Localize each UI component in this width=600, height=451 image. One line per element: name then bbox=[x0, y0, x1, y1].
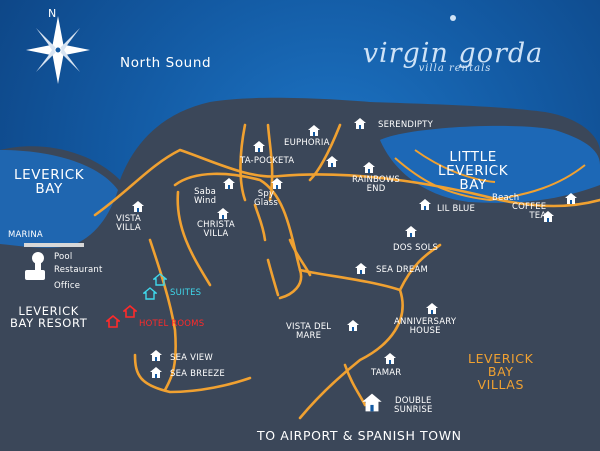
ta-pocketa-house-icon[interactable] bbox=[252, 140, 266, 153]
anniversary-house-icon[interactable] bbox=[425, 302, 439, 315]
leverick-bay-label: LEVERICK BAY bbox=[14, 167, 85, 197]
little-leverick-bay-water bbox=[380, 125, 600, 203]
rainbows-end-label: RAINBOWS END bbox=[352, 175, 401, 194]
beach-label: Beach bbox=[492, 193, 520, 203]
euphoria-label: EUPHORIA bbox=[284, 138, 330, 148]
leverick-bay-water bbox=[0, 150, 118, 248]
dos-sols-house-icon[interactable] bbox=[404, 225, 418, 238]
double-sunrise-label: DOUBLE SUNRISE bbox=[394, 396, 433, 415]
lil-blue-house-icon[interactable] bbox=[418, 198, 432, 211]
brand-subtitle: villa rentals bbox=[418, 63, 492, 74]
office-label: Office bbox=[54, 281, 81, 291]
resort-pin bbox=[25, 252, 45, 280]
spy-glass-house-icon[interactable] bbox=[270, 177, 284, 190]
tea-house-icon[interactable] bbox=[541, 210, 555, 223]
brand-dot-icon bbox=[450, 15, 456, 21]
roads bbox=[93, 123, 600, 420]
euphoria-house-icon[interactable] bbox=[307, 124, 321, 137]
compass-north-label: N bbox=[48, 7, 57, 20]
compass-icon bbox=[26, 16, 90, 84]
christa-villa-house-icon[interactable] bbox=[216, 207, 230, 220]
sea-breeze-label: SEA BREEZE bbox=[170, 369, 225, 379]
vista-villa-house-icon[interactable] bbox=[131, 200, 145, 213]
ta-pocketa-house-2-icon[interactable] bbox=[325, 155, 339, 168]
sea-breeze-house-icon[interactable] bbox=[149, 366, 163, 379]
rainbows-end-house-icon[interactable] bbox=[362, 161, 376, 174]
marina-label: MARINA bbox=[8, 230, 43, 240]
coffee-house-icon[interactable] bbox=[564, 192, 578, 205]
sea-dream-house-icon[interactable] bbox=[354, 262, 368, 275]
little-leverick-bay-label: LITTLE LEVERICK BAY bbox=[438, 149, 509, 193]
suites-house-icon[interactable] bbox=[153, 273, 167, 286]
sea-view-label: SEA VIEW bbox=[170, 353, 213, 363]
spy-glass-label: Spy Glass bbox=[254, 189, 279, 208]
brand-name: virgin gorda bbox=[362, 38, 544, 69]
anniversary-house-label: ANNIVERSARY HOUSE bbox=[394, 317, 457, 336]
dos-sols-label: DOS SOLS bbox=[393, 243, 439, 253]
road-to-airport-label: TO AIRPORT & SPANISH TOWN bbox=[257, 428, 462, 443]
double-sunrise-house-icon[interactable] bbox=[360, 392, 384, 413]
sea-view-house-icon[interactable] bbox=[149, 349, 163, 362]
leverick-bay-villas-label: LEVERICK BAY VILLAS bbox=[468, 351, 534, 392]
vista-del-mare-house-icon[interactable] bbox=[346, 319, 360, 332]
hotel-rooms-house-2-icon[interactable] bbox=[106, 315, 120, 328]
lil-blue-label: LIL BLUE bbox=[437, 204, 476, 214]
suites-house-2-icon[interactable] bbox=[143, 287, 157, 300]
christa-villa-label: CHRISTA VILLA bbox=[197, 220, 235, 239]
tamar-house-icon[interactable] bbox=[383, 352, 397, 365]
vista-del-mare-label: VISTA DEL MARE bbox=[286, 322, 332, 341]
hotel-rooms-house-icon[interactable] bbox=[123, 305, 137, 318]
hotel-rooms-label: HOTEL ROOMS bbox=[139, 319, 205, 329]
serendipty-house-icon[interactable] bbox=[353, 117, 367, 130]
north-sound-label: North Sound bbox=[120, 55, 212, 71]
resort-label: LEVERICK BAY RESORT bbox=[10, 304, 88, 330]
restaurant-label: Restaurant bbox=[54, 265, 103, 275]
vista-villa-label: VISTA VILLA bbox=[116, 214, 142, 233]
tamar-label: TAMAR bbox=[371, 368, 402, 378]
suites-label: SUITES bbox=[170, 288, 202, 298]
coffee-tea-label: COFFEE TEA bbox=[512, 202, 547, 221]
beach-line bbox=[394, 149, 586, 202]
saba-wind-house-icon[interactable] bbox=[222, 177, 236, 190]
serendipty-label: SERENDIPTY bbox=[378, 120, 433, 130]
ta-pocketa-label: TA-POCKETA bbox=[240, 156, 295, 166]
marina-dock bbox=[24, 243, 84, 247]
sea-dream-label: SEA DREAM bbox=[376, 265, 429, 275]
pool-label: Pool bbox=[54, 252, 73, 262]
saba-wind-label: Saba Wind bbox=[194, 187, 217, 206]
